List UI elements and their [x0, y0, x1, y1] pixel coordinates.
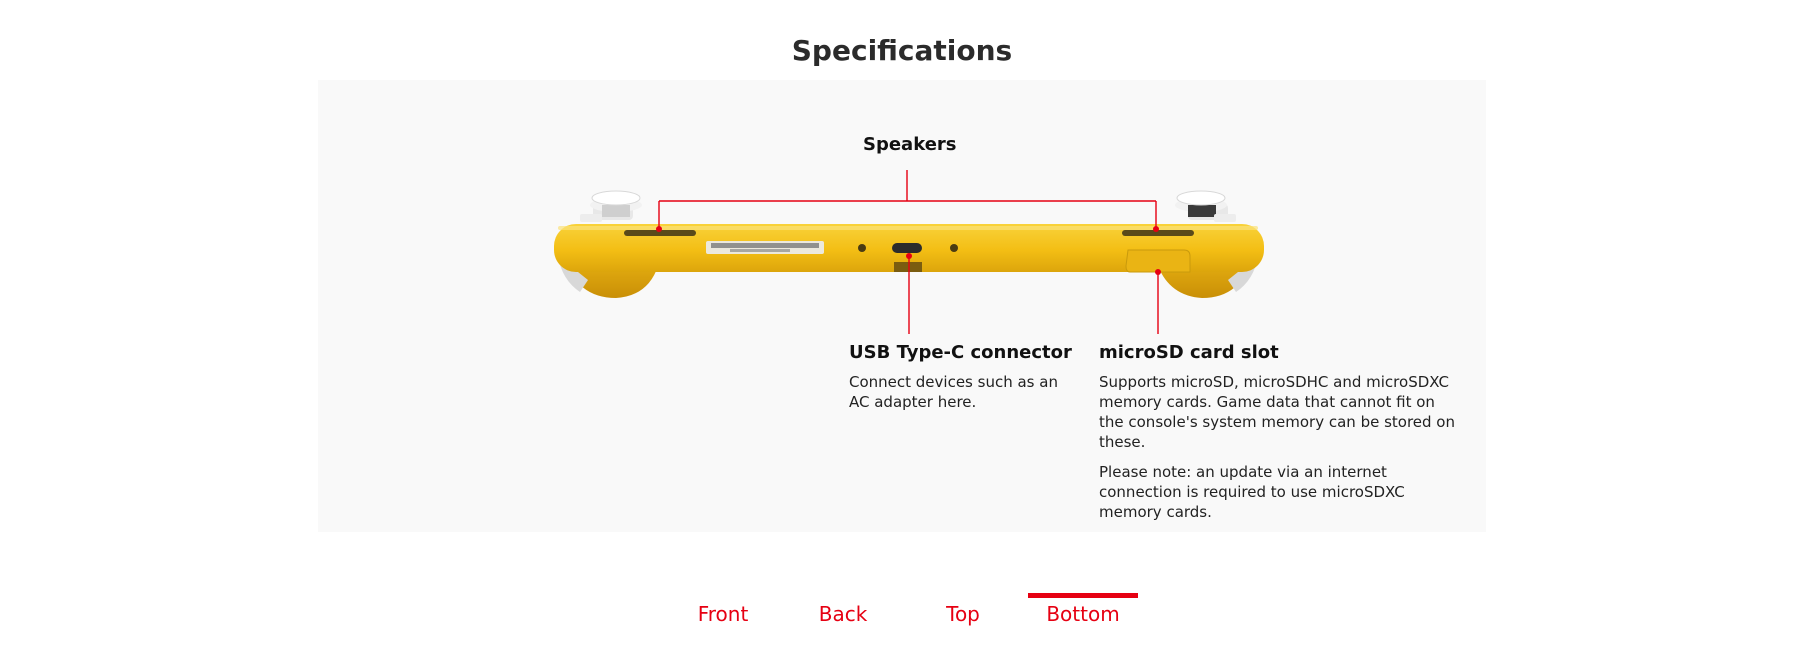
page-title: Specifications	[791, 34, 1013, 67]
usb-connector-title: USB Type-C connector	[849, 342, 1072, 363]
usb-callout-line	[906, 253, 912, 334]
right-thumbstick	[1175, 190, 1236, 222]
tab-bottom[interactable]: Bottom	[1028, 593, 1138, 634]
tab-top[interactable]: Top	[946, 602, 980, 626]
serial-label	[706, 241, 824, 254]
microsd-callout-line	[1155, 269, 1161, 334]
console-bottom-view-image	[554, 170, 1264, 334]
usb-connector-description: Connect devices such as an AC adapter he…	[849, 373, 1058, 411]
microsd-slot-note: Please note: an update via an internet c…	[1099, 463, 1405, 521]
microsd-slot-description: Supports microSD, microSDHC and microSDX…	[1099, 373, 1455, 451]
view-tabs: Front Back Top Bottom	[0, 576, 1804, 636]
right-speaker-grille	[1122, 230, 1194, 236]
microsd-slot-cover	[1125, 249, 1191, 273]
usb-c-port	[892, 243, 922, 253]
tab-front[interactable]: Front	[697, 602, 749, 626]
screw-right	[950, 244, 958, 252]
screw-left	[858, 244, 866, 252]
left-thumbstick	[580, 190, 642, 222]
speakers-callout-line	[658, 170, 1157, 228]
speakers-title: Speakers	[863, 134, 957, 155]
microsd-slot-title: microSD card slot	[1099, 342, 1279, 363]
left-speaker-grille	[624, 230, 696, 236]
spec-panel: Speakers USB Type-C connector Connect de…	[318, 80, 1486, 532]
tab-back[interactable]: Back	[818, 602, 868, 626]
